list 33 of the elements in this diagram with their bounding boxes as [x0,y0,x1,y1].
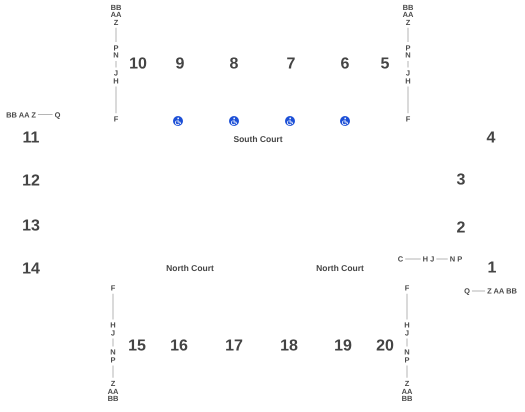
area-number: 8 [230,56,238,72]
area-number: 6 [340,56,350,72]
area-number: 1 [488,260,496,276]
area-number: 14 [22,260,40,278]
connector-line [406,338,408,347]
connector-line [112,338,114,347]
area-number: 15 [128,338,146,354]
connector-line [436,258,448,260]
area-number: 5 [380,56,390,72]
area-number: 9 [176,56,184,72]
connector-line [112,365,114,378]
area-number: 16 [170,338,188,354]
area-number: 19 [334,338,352,354]
connector-line [404,258,422,260]
area-number: 18 [280,338,298,354]
area-number: 4 [486,130,496,146]
area-number: 12 [22,172,40,190]
connector-line [471,290,486,292]
court-label: North Court [166,263,214,273]
court-label: North Court [316,263,364,273]
connector-line [112,293,114,320]
area-number: 20 [376,338,394,354]
court-label: South Court [233,134,283,144]
area-number: 3 [456,172,466,188]
area-number: 2 [456,220,466,236]
connector-line [406,365,408,378]
connector-line [37,114,54,115]
connector-line [406,293,408,320]
area-number: 17 [225,338,243,354]
area-number: 13 [22,218,40,234]
area-number: 11 [22,130,40,146]
area-number: 10 [129,56,147,72]
area-number: 7 [286,56,296,72]
